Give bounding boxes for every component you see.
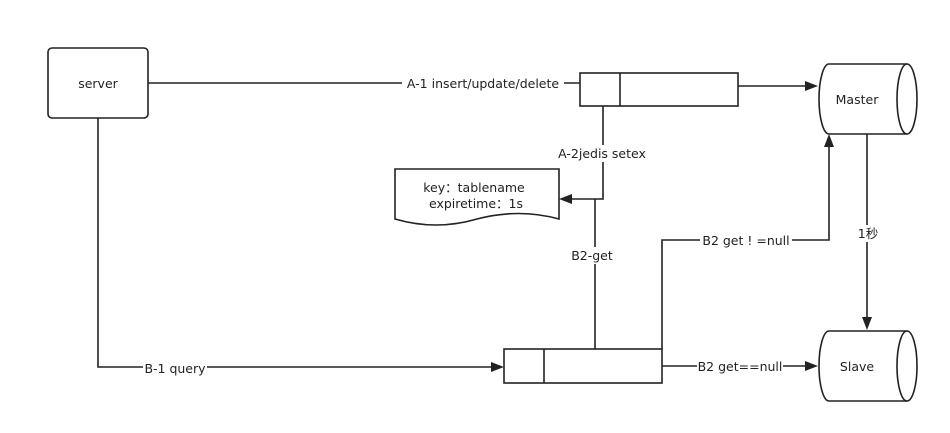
cache-key-note: key：tablename expiretime：1s	[394, 168, 560, 226]
arrowhead-queue-b	[491, 362, 504, 372]
label-b2-get: B2-get	[571, 248, 613, 263]
label-a2: A-2jedis setex	[558, 146, 646, 161]
arrowhead-slave-top	[862, 317, 872, 330]
label-b1: B-1 query	[144, 361, 206, 376]
queue-a	[579, 72, 739, 107]
edge-b1-query	[97, 118, 494, 368]
server-label: server	[78, 76, 118, 91]
edge-a2-jedis-setex	[571, 106, 604, 200]
label-b2-not-null: B2 get ! =null	[702, 233, 789, 248]
label-b2-null: B2 get==null	[698, 359, 783, 374]
label-sync-interval: 1秒	[858, 226, 878, 241]
note-expiretime-line: expiretime：1s	[429, 196, 523, 211]
arrowhead-master-bottom	[824, 134, 834, 147]
arrowhead-master	[805, 81, 818, 91]
arrowhead-slave	[805, 361, 818, 371]
server-node: server	[47, 47, 149, 119]
queue-b	[503, 348, 663, 384]
note-key-line: key：tablename	[423, 180, 525, 195]
master-db-node: Master	[818, 63, 918, 135]
master-label: Master	[836, 92, 880, 107]
slave-db-node: Slave	[818, 330, 918, 402]
arrowhead-note	[559, 194, 572, 204]
slave-label: Slave	[840, 359, 874, 374]
label-a1: A-1 insert/update/delete	[407, 76, 560, 91]
